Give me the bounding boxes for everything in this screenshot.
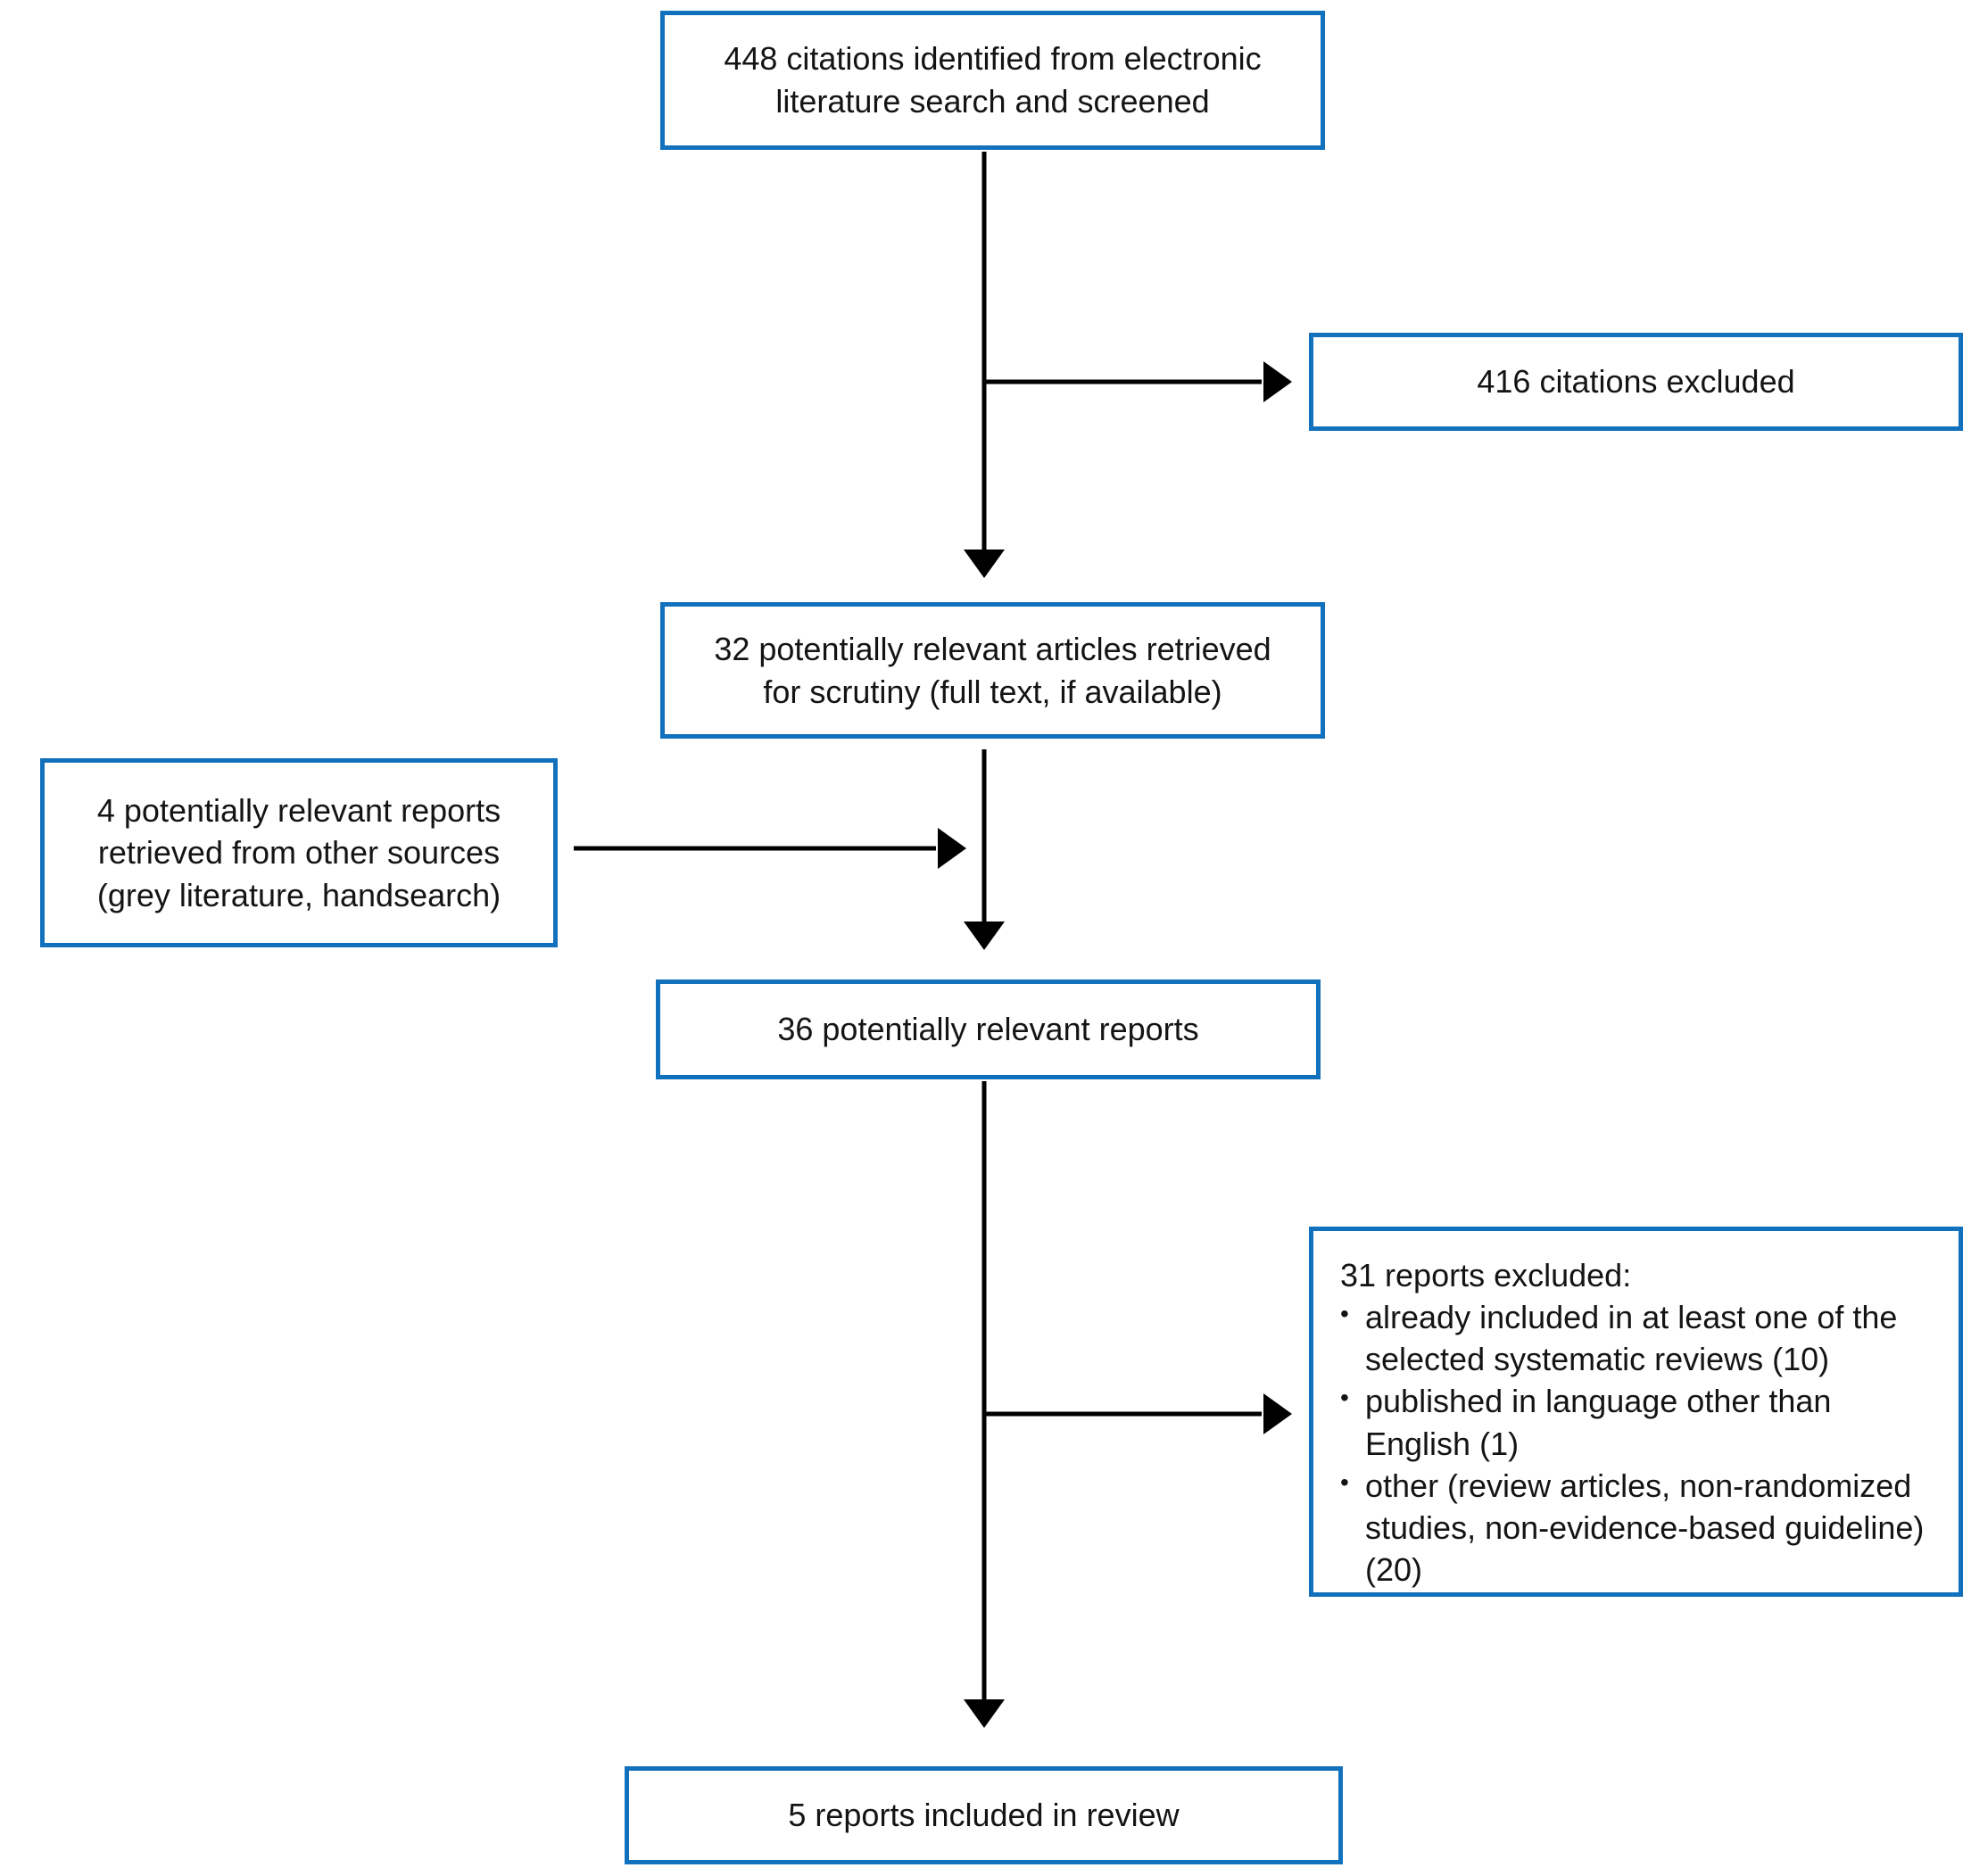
arrowhead-down-icon <box>964 1699 1005 1728</box>
node-citations-identified: 448 citations identified from electronic… <box>660 11 1325 150</box>
arrowhead-right-icon <box>1263 361 1292 402</box>
node-reports-excluded: 31 reports excluded: • already included … <box>1309 1227 1963 1597</box>
arrowhead-right-icon <box>1263 1393 1292 1434</box>
bullet-icon: • <box>1340 1384 1349 1412</box>
arrowhead-down-icon <box>964 921 1005 950</box>
node-text: for scrutiny (full text, if available) <box>763 673 1222 710</box>
node-text: 36 potentially relevant reports <box>777 1011 1199 1048</box>
bullet-text: already included in at least one of the <box>1365 1299 1898 1336</box>
bullet-text: (20) <box>1365 1551 1423 1589</box>
node-included-in-review: 5 reports included in review <box>625 1766 1343 1864</box>
node-text: retrieved from other sources <box>97 834 501 872</box>
bullet-text: other (review articles, non-randomized <box>1365 1467 1912 1504</box>
exclusion-bullet: • other (review articles, non-randomized… <box>1340 1465 1941 1591</box>
node-text: 416 citations excluded <box>1477 363 1795 401</box>
bullet-icon: • <box>1340 1467 1349 1496</box>
bullet-text: studies, non-evidence-based guideline) <box>1365 1508 1925 1546</box>
node-text: 4 potentially relevant reports <box>96 791 501 829</box>
node-articles-retrieved: 32 potentially relevant articles retriev… <box>660 602 1325 739</box>
bullet-text: published in language other than <box>1365 1383 1832 1420</box>
exclusion-title: 31 reports excluded: <box>1340 1257 1632 1293</box>
exclusion-bullet: • already included in at least one of th… <box>1340 1296 1941 1380</box>
bullet-text: selected systematic reviews (10) <box>1365 1341 1830 1378</box>
node-text: literature search and screened <box>775 83 1210 120</box>
node-text: (grey literature, handsearch) <box>96 876 501 913</box>
node-citations-excluded: 416 citations excluded <box>1309 333 1963 431</box>
arrowhead-right-icon <box>938 828 966 869</box>
bullet-text: English (1) <box>1365 1425 1520 1462</box>
exclusion-bullet: • published in language other than Engli… <box>1340 1380 1941 1464</box>
node-relevant-reports: 36 potentially relevant reports <box>656 979 1321 1079</box>
node-text: 448 citations identified from electronic <box>724 40 1262 78</box>
node-text: 5 reports included in review <box>788 1797 1180 1834</box>
bullet-icon: • <box>1340 1300 1349 1328</box>
arrowhead-down-icon <box>964 550 1005 578</box>
node-text: 32 potentially relevant articles retriev… <box>714 630 1271 667</box>
node-other-sources: 4 potentially relevant reports retrieved… <box>40 758 558 947</box>
